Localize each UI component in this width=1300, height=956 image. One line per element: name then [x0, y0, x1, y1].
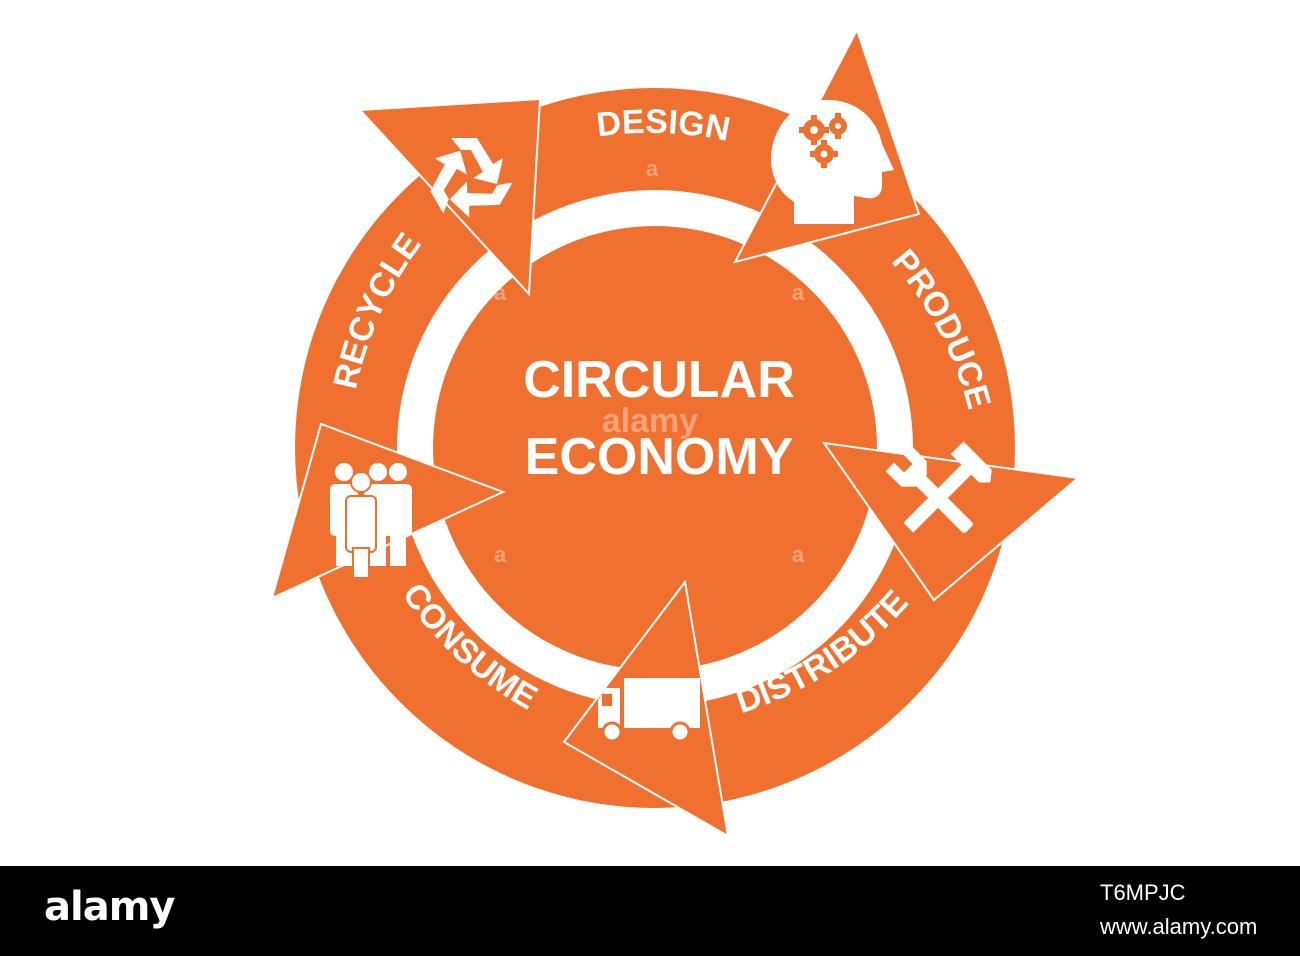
watermark-mark-4: a — [494, 542, 507, 567]
watermark-center: alamy — [602, 402, 698, 440]
watermark-footer: alamy T6MPJC www.alamy.com — [0, 866, 1300, 956]
center-title-line2: ECONOMY — [525, 428, 794, 486]
hammer-wrench-icon — [885, 441, 992, 533]
watermark-mark-3: a — [792, 280, 805, 305]
recycle-icon — [430, 138, 513, 218]
image-id: T6MPJC — [1100, 880, 1186, 905]
people-group-icon — [330, 463, 412, 579]
watermark-mark-1: a — [646, 156, 659, 181]
watermark-mark-2: a — [494, 280, 507, 305]
circular-economy-diagram: CIRCULAR ECONOMY DESIGN PRODUCE DISTRIBU… — [272, 30, 1081, 836]
arrow-produce — [821, 441, 1081, 602]
watermark-mark-5: a — [792, 542, 805, 567]
center-title-line1: CIRCULAR — [523, 351, 795, 409]
alamy-logo: alamy — [44, 884, 175, 930]
site-url: www.alamy.com — [1100, 914, 1258, 939]
truck-icon — [598, 678, 700, 743]
head-gears-icon — [770, 99, 894, 224]
center-disk — [433, 226, 877, 670]
